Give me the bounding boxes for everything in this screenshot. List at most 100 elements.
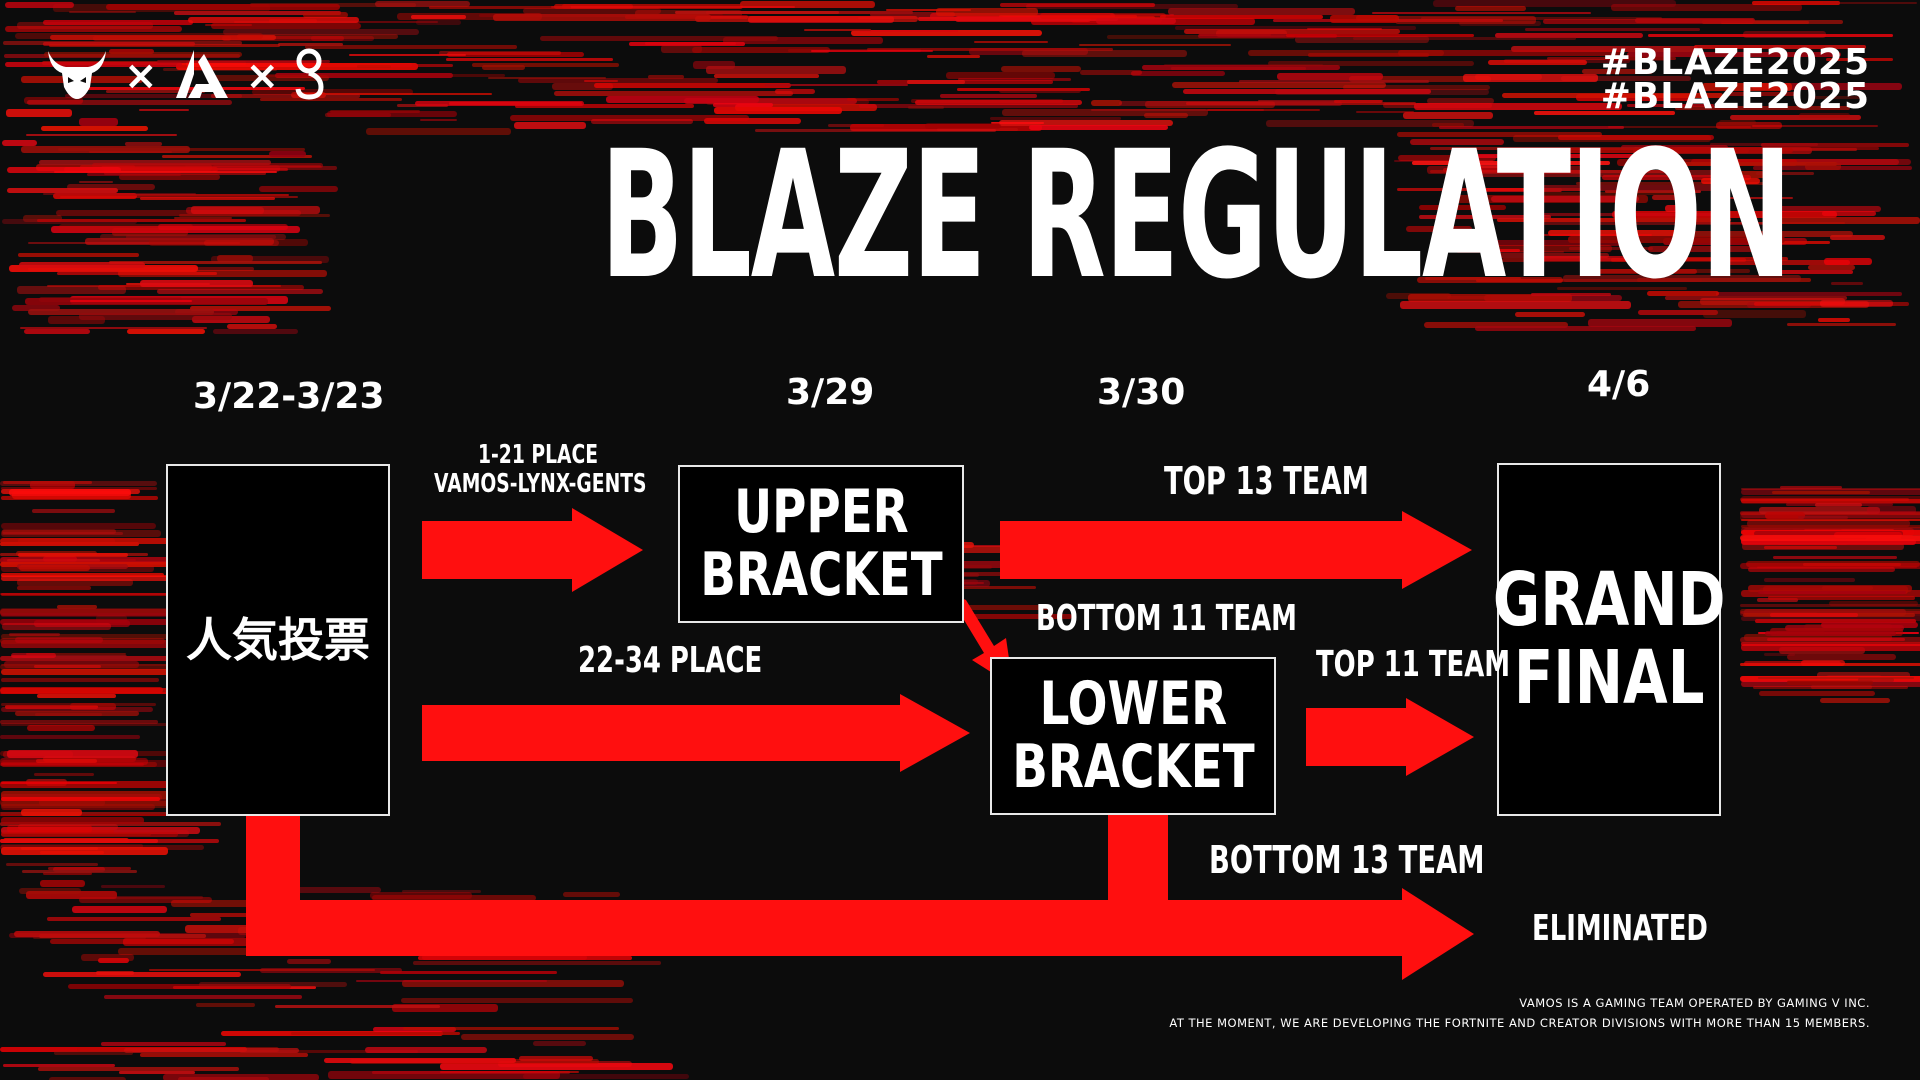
texture-streak — [1141, 64, 1341, 71]
texture-streak — [999, 2, 1156, 8]
texture-streak — [594, 83, 791, 88]
texture-streak — [1534, 111, 1675, 116]
texture-streak — [2, 622, 111, 630]
texture-streak — [109, 261, 323, 264]
label-vamos-lynx-gents: VAMOS-LYNX-GENTS — [434, 469, 647, 499]
texture-streak — [14, 710, 139, 717]
texture-streak — [37, 694, 117, 699]
date-stage-3: 3/30 — [1097, 372, 1186, 413]
texture-streak — [1512, 135, 1711, 143]
texture-streak — [0, 522, 156, 530]
texture-streak — [239, 1050, 419, 1053]
texture-streak — [117, 948, 339, 955]
texture-streak — [1143, 113, 1189, 118]
texture-streak — [1557, 134, 1714, 141]
texture-streak — [191, 205, 321, 214]
texture-streak — [1820, 621, 1918, 628]
texture-streak — [513, 121, 586, 130]
texture-streak — [262, 73, 506, 78]
texture-streak — [2, 1063, 116, 1067]
texture-streak — [0, 812, 180, 815]
texture-streak — [1540, 233, 1653, 237]
texture-streak — [1746, 519, 1911, 527]
texture-streak — [956, 87, 1091, 91]
texture-streak — [1459, 153, 1659, 159]
texture-streak — [1602, 175, 1751, 180]
texture-streak — [660, 45, 703, 53]
texture-streak — [6, 750, 139, 758]
texture-streak — [4, 704, 98, 710]
texture-streak — [1514, 311, 1586, 318]
texture-streak — [1831, 281, 1863, 285]
texture-streak — [1079, 43, 1231, 47]
texture-streak — [79, 181, 113, 184]
texture-streak — [998, 87, 1082, 94]
texture-streak — [0, 538, 216, 544]
texture-streak — [92, 163, 324, 168]
texture-streak — [32, 508, 115, 513]
texture-streak — [156, 59, 330, 63]
texture-streak — [1740, 641, 1920, 646]
texture-streak — [1730, 115, 1862, 120]
texture-streak — [1394, 16, 1537, 24]
texture-streak — [50, 35, 277, 40]
texture-streak — [723, 36, 883, 44]
texture-streak — [958, 77, 1072, 82]
texture-streak — [0, 542, 139, 547]
texture-streak — [991, 121, 1045, 124]
texture-streak — [8, 632, 60, 636]
texture-streak — [106, 3, 341, 11]
texture-streak — [11, 652, 56, 658]
texture-streak — [16, 579, 133, 587]
texture-streak — [1532, 192, 1694, 196]
texture-streak — [410, 15, 467, 20]
texture-streak — [1000, 65, 1081, 73]
texture-streak — [39, 159, 272, 166]
texture-streak — [0, 640, 186, 648]
texture-streak — [860, 560, 1106, 569]
texture-streak — [1610, 258, 1746, 263]
texture-streak — [1747, 566, 1896, 573]
texture-streak — [40, 126, 148, 131]
popular-vote-box: 人気投票 — [166, 464, 390, 816]
texture-streak — [1547, 57, 1677, 60]
texture-streak — [13, 930, 160, 937]
texture-streak — [0, 633, 215, 639]
texture-streak — [859, 103, 1078, 109]
arrow-vote-to-upper — [422, 508, 643, 592]
texture-streak — [2, 532, 123, 536]
texture-streak — [908, 106, 944, 110]
texture-streak — [1664, 204, 1697, 213]
texture-streak — [1751, 0, 1841, 6]
texture-streak — [1610, 4, 1802, 12]
texture-streak — [268, 150, 306, 157]
texture-streak — [1001, 109, 1209, 117]
texture-streak — [109, 48, 154, 54]
arrow-upper-to-final — [1000, 511, 1472, 589]
texture-streak — [1396, 187, 1601, 191]
texture-streak — [1701, 82, 1793, 91]
texture-streak — [850, 29, 1042, 36]
texture-streak — [21, 809, 83, 817]
texture-streak — [210, 22, 362, 30]
texture-streak — [1426, 98, 1495, 105]
texture-streak — [1306, 27, 1383, 30]
texture-streak — [189, 305, 332, 311]
texture-streak — [391, 63, 454, 67]
texture-streak — [1652, 257, 1788, 261]
texture-streak — [15, 33, 263, 40]
texture-streak — [1811, 96, 1866, 100]
texture-streak — [0, 799, 187, 807]
texture-streak — [0, 706, 154, 713]
texture-streak — [47, 316, 105, 325]
texture-streak — [365, 1047, 488, 1053]
texture-streak — [42, 42, 195, 47]
texture-streak — [1172, 81, 1386, 88]
texture-streak — [1786, 322, 1897, 327]
texture-streak — [1372, 11, 1592, 14]
texture-streak — [1568, 247, 1653, 250]
texture-streak — [1464, 245, 1612, 252]
texture-streak — [1740, 562, 1920, 569]
texture-streak — [42, 872, 93, 875]
texture-streak — [63, 166, 219, 172]
